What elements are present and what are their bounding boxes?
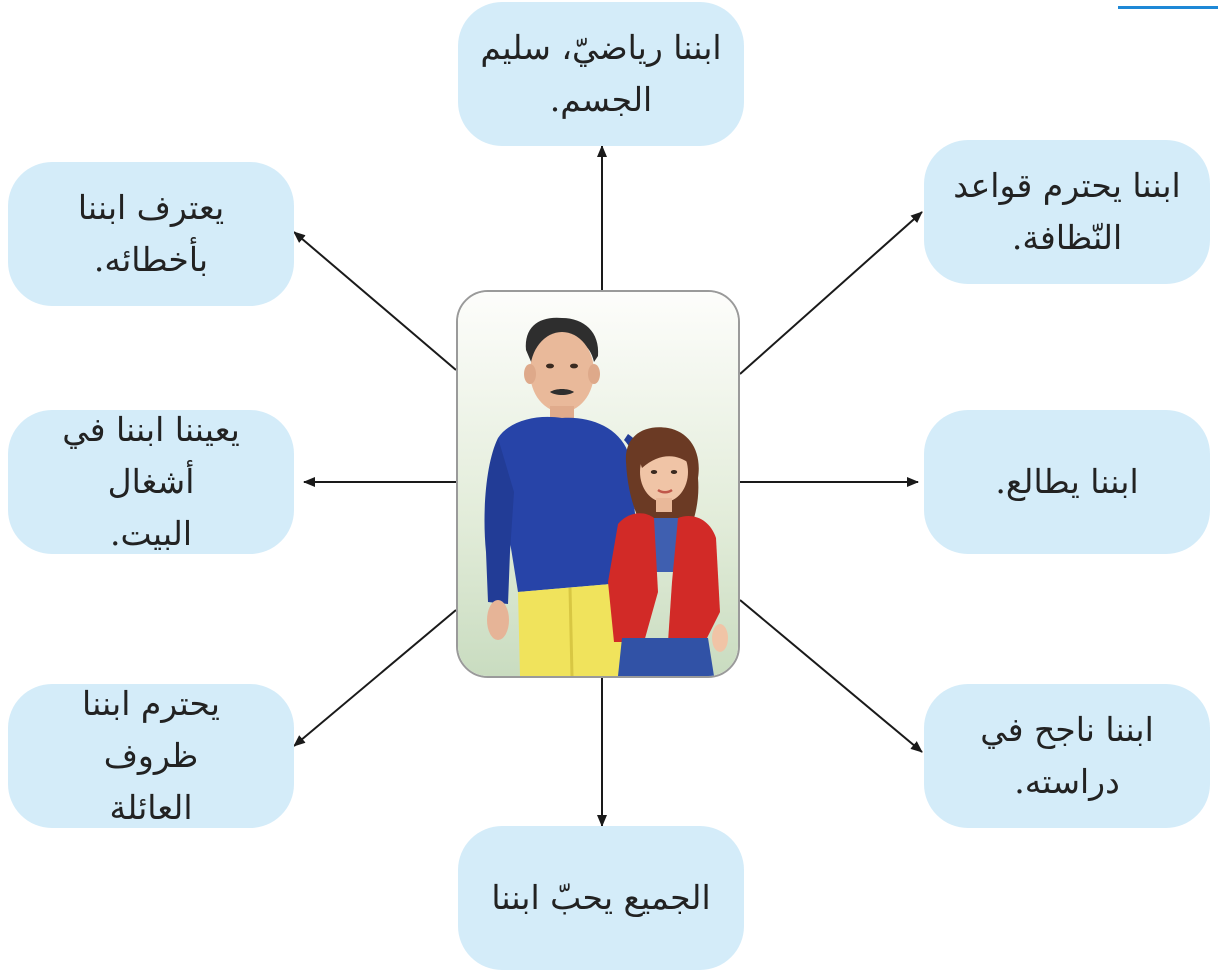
bubble-top-text: ابننا رياضيّ، سليم الجسم. [480, 22, 721, 126]
bubble-top-left-text: يعترف ابننا بأخطائه. [78, 182, 224, 286]
bubble-text-line: الجسم. [549, 80, 653, 119]
arrow-to-top-left [293, 231, 457, 371]
family-illustration [456, 290, 740, 678]
bubble-bottom-right: ابننا ناجح في دراسته. [924, 684, 1210, 828]
bubble-text-line: يعترف ابننا [77, 188, 225, 227]
bubble-bottom-left: يحترم ابننا ظروف العائلة [8, 684, 294, 828]
bubble-middle-left: يعيننا ابننا في أشغال البيت. [8, 410, 294, 554]
woman-figure [608, 427, 728, 676]
bubble-top-right-text: ابننا يحترم قواعد النّظافة. [953, 160, 1180, 264]
bubble-top: ابننا رياضيّ، سليم الجسم. [458, 2, 744, 146]
bubble-bottom: الجميع يحبّ ابننا [458, 826, 744, 970]
arrow-to-bottom-left [293, 609, 457, 747]
bubble-text-line: البيت. [109, 514, 193, 553]
bubble-text-line: ابننا رياضيّ، سليم [480, 28, 722, 67]
bubble-bottom-text: الجميع يحبّ ابننا [491, 872, 710, 924]
bubble-text-line: ابننا ناجح في [980, 710, 1154, 749]
arrow-to-bottom-right [739, 599, 923, 753]
bubble-middle-right-text: ابننا يطالع. [995, 456, 1138, 508]
bubble-text-line: ابننا يحترم قواعد [953, 166, 1181, 205]
bubble-top-left: يعترف ابننا بأخطائه. [8, 162, 294, 306]
bubble-text-line: ابننا يطالع. [995, 462, 1139, 501]
bubble-middle-right: ابننا يطالع. [924, 410, 1210, 554]
bubble-text-line: يحترم ابننا ظروف [82, 684, 220, 775]
arrow-to-top-right [739, 211, 923, 375]
top-right-link-underline[interactable] [1118, 0, 1218, 9]
bubble-text-line: بأخطائه. [93, 240, 209, 279]
man-figure [484, 317, 670, 676]
bubble-middle-left-text: يعيننا ابننا في أشغال البيت. [30, 404, 272, 560]
bubble-text-line: يعيننا ابننا في أشغال [62, 410, 240, 501]
bubble-top-right: ابننا يحترم قواعد النّظافة. [924, 140, 1210, 284]
bubble-bottom-right-text: ابننا ناجح في دراسته. [980, 704, 1154, 808]
bubble-text-line: العائلة [109, 788, 193, 827]
family-illustration-art [458, 292, 738, 676]
bubble-text-line: دراسته. [1014, 762, 1120, 801]
bubble-text-line: النّظافة. [1011, 218, 1123, 257]
bubble-text-line: الجميع يحبّ ابننا [491, 878, 711, 917]
bubble-bottom-left-text: يحترم ابننا ظروف العائلة [30, 678, 272, 834]
